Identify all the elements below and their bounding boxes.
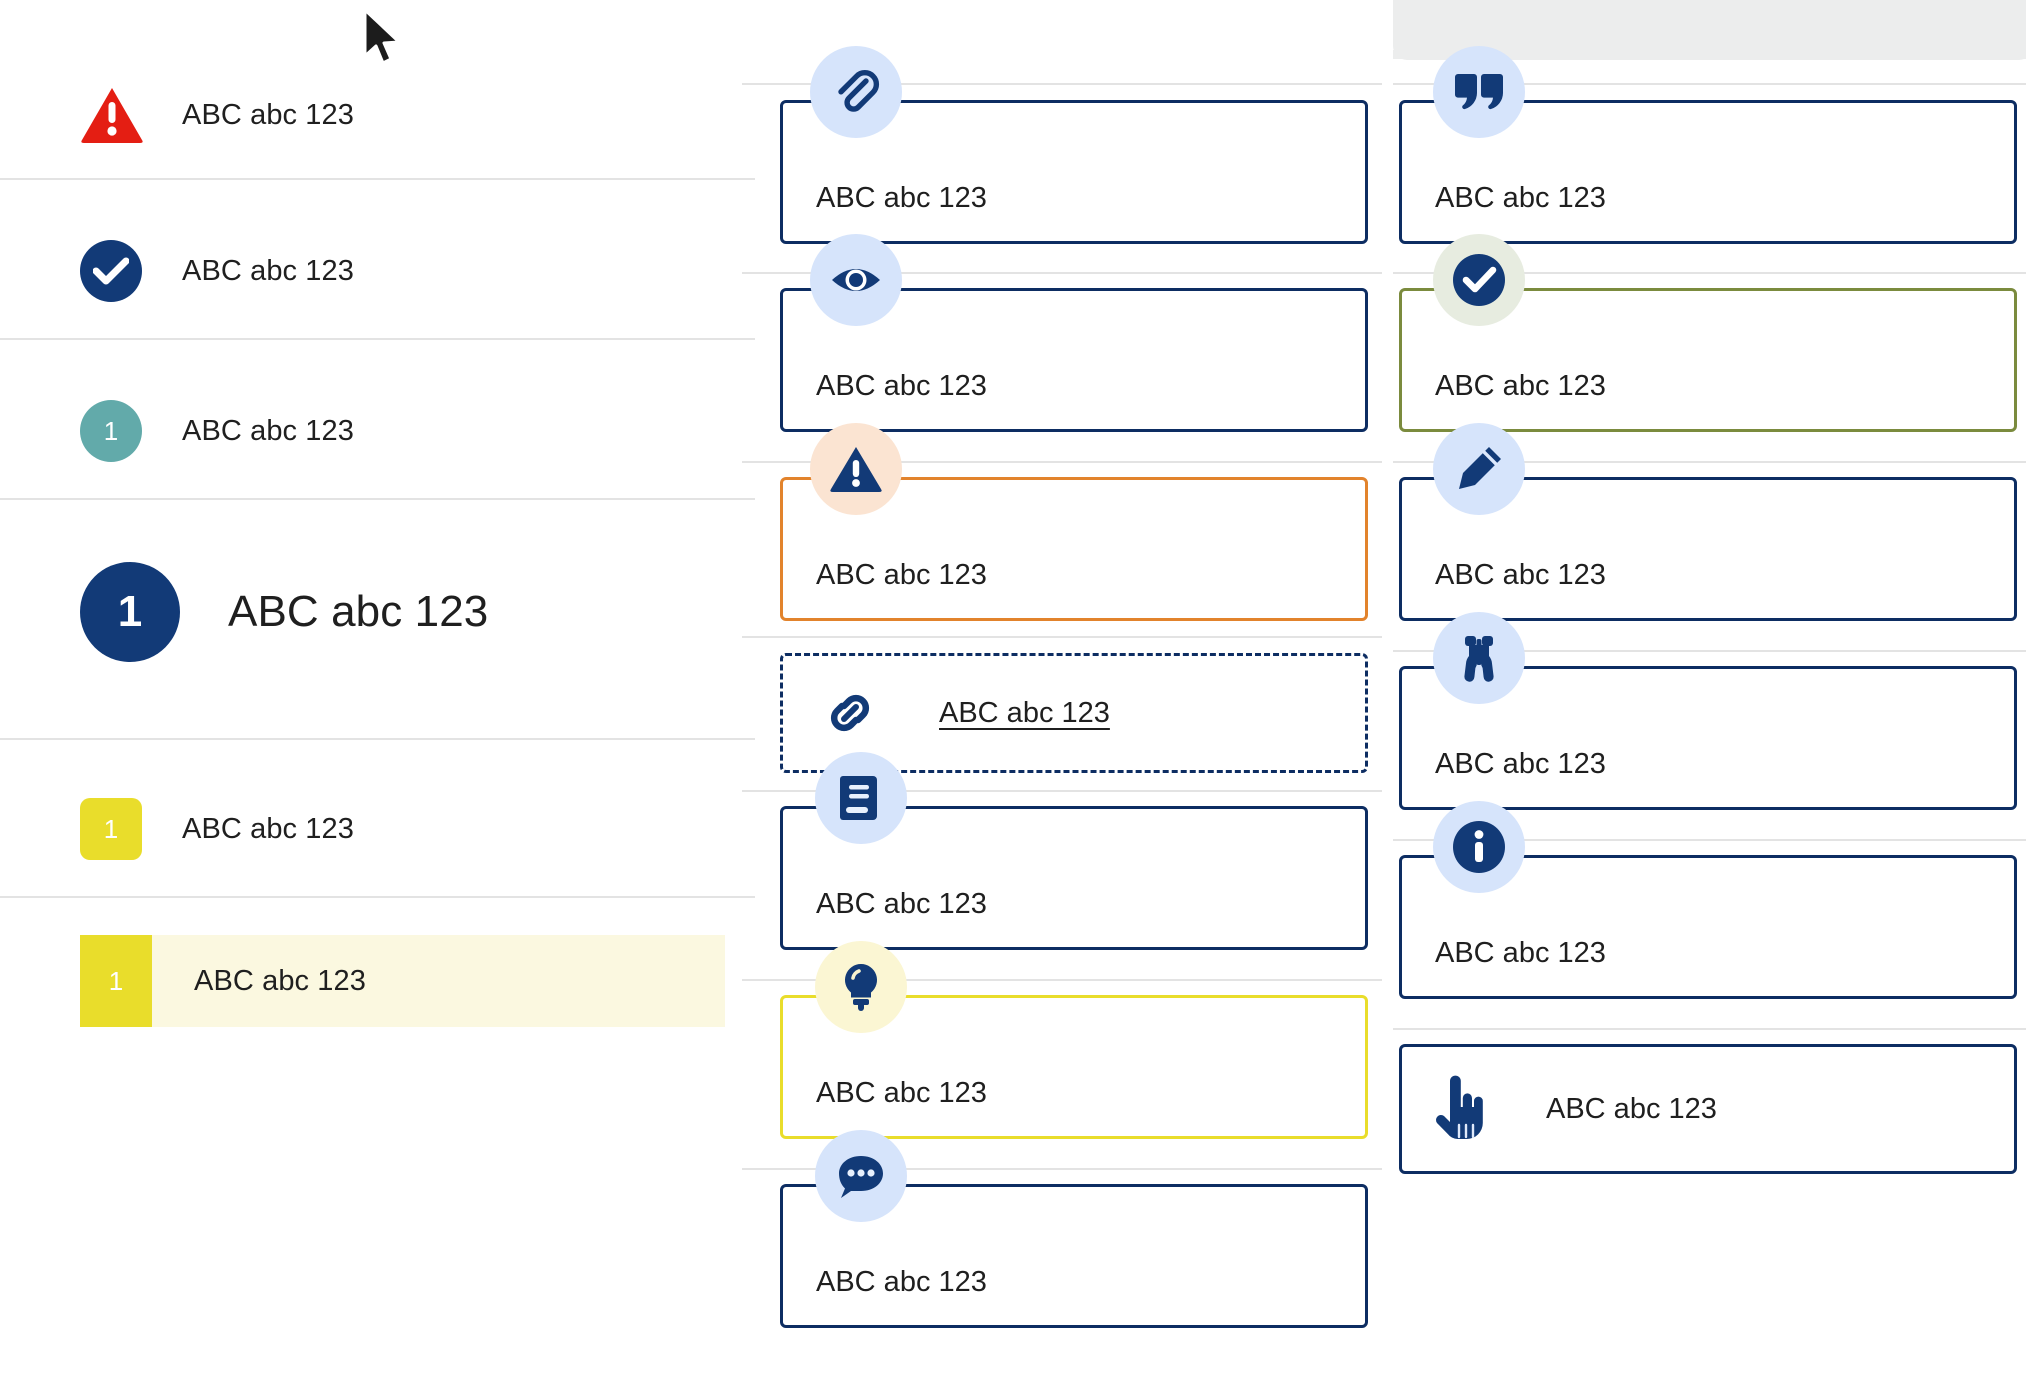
card-label: ABC abc 123: [816, 1077, 987, 1109]
row-separator: [742, 979, 1382, 981]
mouse-pointer-icon: [362, 8, 408, 70]
number-badge-icon: 1: [80, 562, 180, 662]
card-label: ABC abc 123: [816, 182, 987, 214]
row-separator: [742, 272, 1382, 274]
top-gray-strip: [1393, 50, 2026, 59]
binoculars-icon: [1433, 612, 1525, 704]
warning-triangle-icon: [80, 86, 144, 144]
number-badge-icon: 1: [80, 935, 152, 1027]
pointing-hand-icon: [1430, 1073, 1490, 1145]
card-label: ABC abc 123: [816, 1266, 987, 1298]
sidebar-divider: [0, 498, 755, 500]
card-label: ABC abc 123: [1435, 559, 1606, 591]
check-circle-icon: [80, 240, 142, 302]
card-label: ABC abc 123: [816, 888, 987, 920]
sidebar-item-counter-teal[interactable]: 1 ABC abc 123: [0, 388, 755, 474]
row-separator: [1393, 83, 2026, 85]
row-separator: [1393, 839, 2026, 841]
number-badge-icon: 1: [80, 798, 142, 860]
card-link[interactable]: ABC abc 123: [780, 653, 1368, 773]
lightbulb-icon: [815, 941, 907, 1033]
row-separator: [1393, 272, 2026, 274]
card-label: ABC abc 123: [1546, 1092, 1717, 1125]
sidebar-item-counter-yellow[interactable]: 1 ABC abc 123: [0, 786, 755, 872]
card-label: ABC abc 123: [1435, 182, 1606, 214]
sidebar-item-label: ABC abc 123: [194, 964, 366, 997]
sidebar-item-label: ABC abc 123: [228, 587, 489, 636]
sidebar-item-label: ABC abc 123: [182, 414, 354, 447]
sidebar-divider: [0, 896, 755, 898]
row-separator: [742, 1168, 1382, 1170]
sidebar-item-success[interactable]: ABC abc 123: [0, 228, 755, 314]
check-circle-icon: [1433, 234, 1525, 326]
card-label: ABC abc 123: [816, 559, 987, 591]
badge-count: 1: [117, 587, 143, 636]
card-info[interactable]: ABC abc 123: [1399, 855, 2017, 999]
card-label: ABC abc 123: [1435, 748, 1606, 780]
card-label: ABC abc 123: [939, 696, 1110, 729]
card-label: ABC abc 123: [1435, 937, 1606, 969]
sidebar-item-counter-large[interactable]: 1 ABC abc 123: [0, 553, 755, 671]
row-separator: [1393, 1028, 2026, 1030]
card-action[interactable]: ABC abc 123: [1399, 1044, 2017, 1174]
info-circle-icon: [1433, 801, 1525, 893]
sidebar-divider: [0, 738, 755, 740]
sidebar: ABC abc 123 ABC abc 123 1 ABC abc 123 1 …: [0, 0, 755, 1392]
badge-count: 1: [103, 415, 119, 446]
row-separator: [742, 461, 1382, 463]
row-separator: [742, 790, 1382, 792]
quote-marks-icon: [1433, 46, 1525, 138]
sidebar-item-alert[interactable]: ABC abc 123: [0, 72, 755, 158]
badge-count: 1: [108, 965, 124, 996]
card-label: ABC abc 123: [1435, 370, 1606, 402]
card-edit[interactable]: ABC abc 123: [1399, 477, 2017, 621]
sidebar-divider: [0, 338, 755, 340]
book-icon: [815, 752, 907, 844]
paperclip-icon: [810, 46, 902, 138]
sidebar-item-label: ABC abc 123: [182, 254, 354, 287]
card-label: ABC abc 123: [816, 370, 987, 402]
sidebar-item-label: ABC abc 123: [182, 812, 354, 845]
card-preview[interactable]: ABC abc 123: [780, 288, 1368, 432]
row-separator: [1393, 650, 2026, 652]
pencil-icon: [1433, 423, 1525, 515]
warning-triangle-icon: [810, 423, 902, 515]
eye-icon: [810, 234, 902, 326]
row-separator: [742, 83, 1382, 85]
sidebar-item-counter-yellow-selected[interactable]: 1 ABC abc 123: [80, 935, 725, 1027]
number-badge-icon: 1: [80, 400, 142, 462]
row-separator: [1393, 461, 2026, 463]
speech-bubble-icon: [815, 1130, 907, 1222]
row-separator: [742, 636, 1382, 638]
sidebar-item-label: ABC abc 123: [182, 98, 354, 131]
sidebar-divider: [0, 178, 755, 180]
chain-link-icon: [819, 682, 881, 744]
badge-count: 1: [103, 813, 119, 844]
